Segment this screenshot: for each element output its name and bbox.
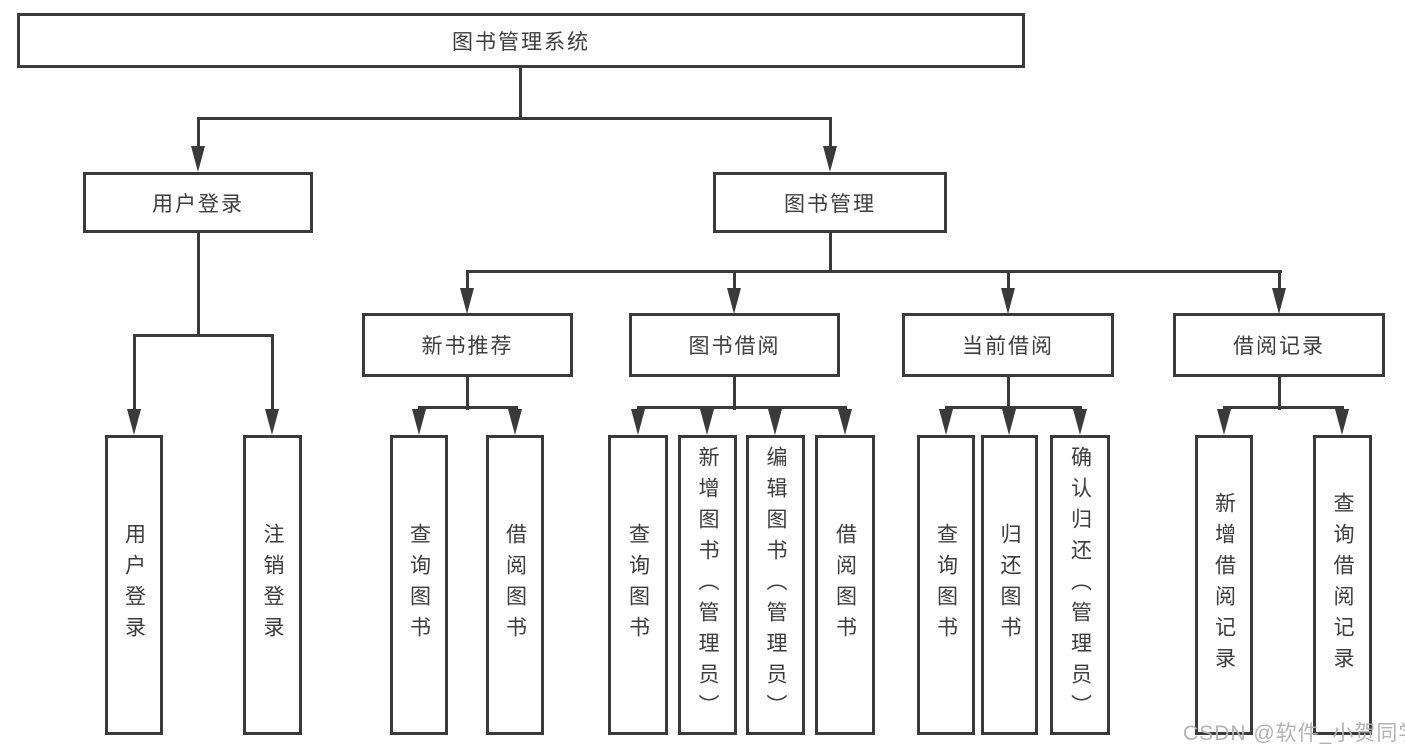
leaf-return-books: 归还图书 — [981, 435, 1038, 735]
arrowhead-leaf — [939, 409, 953, 435]
arrowhead-leaf — [508, 409, 522, 435]
node-new-book-recommendation: 新书推荐 — [362, 313, 573, 377]
node-label: 借阅图书 — [503, 523, 527, 647]
node-label: 用户登录 — [122, 523, 146, 647]
arrowhead-leaf — [768, 409, 782, 435]
connector-to-recommendation — [466, 270, 469, 292]
arrowhead-to-current — [1001, 288, 1015, 314]
node-label: 确认归还（管理员） — [1068, 445, 1092, 725]
arrowhead-leaf — [1217, 409, 1231, 435]
node-label: 注销登录 — [261, 523, 284, 647]
arrowhead-leaf — [1002, 409, 1016, 435]
connector-recommendation-rail — [418, 406, 518, 409]
arrowhead-to-user-login — [191, 146, 205, 172]
connector-root-stem — [519, 68, 522, 119]
connector-to-user-login — [197, 117, 200, 148]
node-label: 新书推荐 — [421, 335, 514, 358]
connector-borrowing-stem — [733, 377, 736, 410]
arrowhead-to-borrowing — [727, 288, 741, 314]
arrowhead-leaf — [412, 409, 426, 435]
connector-user-login-rail — [133, 334, 274, 337]
node-label: 查询图书 — [407, 523, 431, 647]
connector-level2-rail — [197, 117, 832, 120]
arrowhead-to-book-management — [823, 146, 837, 172]
connector-level3-rail — [466, 270, 1282, 273]
leaf-query-books-current: 查询图书 — [917, 435, 975, 735]
leaf-borrow-books: 借阅图书 — [815, 435, 875, 735]
node-borrowing-records: 借阅记录 — [1173, 313, 1385, 377]
node-label: 编辑图书（管理员） — [764, 445, 787, 725]
connector-borrowing-rail — [637, 406, 847, 409]
arrowhead-leaf — [1073, 409, 1087, 435]
node-current-borrowing: 当前借阅 — [902, 313, 1114, 377]
node-book-borrowing: 图书借阅 — [629, 313, 840, 377]
connector-records-rail — [1223, 406, 1344, 409]
node-label: 图书借阅 — [688, 335, 781, 358]
leaf-user-login: 用户登录 — [105, 435, 163, 735]
arrowhead-to-recommendation — [460, 288, 474, 314]
node-label: 新增图书（管理员） — [696, 445, 719, 725]
connector-to-borrowing — [733, 270, 736, 292]
node-label: 归还图书 — [998, 523, 1021, 647]
connector-to-records — [1278, 270, 1281, 292]
leaf-query-borrow-record: 查询借阅记录 — [1313, 435, 1372, 735]
leaf-add-books-admin: 新增图书（管理员） — [678, 435, 737, 735]
connector-recommendation-stem — [466, 377, 469, 410]
node-label: 图书管理 — [784, 192, 876, 216]
arrowhead-to-leaf-user-login — [127, 409, 141, 435]
connector-records-stem — [1278, 377, 1281, 410]
node-label: 用户登录 — [152, 192, 244, 216]
connector-book-management-stem — [829, 233, 832, 273]
leaf-borrow-books-recommend: 借阅图书 — [486, 435, 544, 735]
node-label: 查询图书 — [626, 523, 650, 647]
node-label: 当前借阅 — [962, 335, 1054, 358]
leaf-query-books-recommend: 查询图书 — [390, 435, 448, 735]
arrowhead-to-records — [1272, 288, 1286, 314]
csdn-watermark: CSDN @软件_小贺同学 — [1183, 722, 1405, 745]
connector-current-rail — [945, 406, 1082, 409]
connector-to-book-management — [829, 117, 832, 148]
node-label: 查询借阅记录 — [1331, 492, 1354, 678]
connector-to-current — [1007, 270, 1010, 292]
leaf-add-borrow-record: 新增借阅记录 — [1195, 435, 1253, 735]
node-label: 借阅图书 — [833, 523, 857, 647]
connector-to-leaf-logout — [271, 334, 274, 412]
node-label: 查询图书 — [934, 523, 958, 647]
node-label: 新增借阅记录 — [1212, 492, 1236, 678]
node-book-management: 图书管理 — [713, 172, 947, 233]
arrowhead-to-leaf-logout — [265, 409, 279, 435]
arrowhead-leaf — [700, 409, 714, 435]
node-user-login: 用户登录 — [83, 172, 313, 233]
node-label: 图书管理系统 — [452, 30, 590, 54]
leaf-confirm-return-admin: 确认归还（管理员） — [1050, 435, 1110, 735]
arrowhead-leaf — [1335, 409, 1349, 435]
connector-user-login-stem — [197, 233, 200, 337]
connector-to-leaf-user-login — [133, 334, 136, 412]
connector-current-stem — [1007, 377, 1010, 410]
arrowhead-leaf — [838, 409, 852, 435]
arrowhead-leaf — [631, 409, 645, 435]
node-label: 借阅记录 — [1233, 335, 1325, 358]
leaf-logout: 注销登录 — [243, 435, 302, 735]
leaf-edit-books-admin: 编辑图书（管理员） — [746, 435, 805, 735]
leaf-query-books-borrow: 查询图书 — [608, 435, 668, 735]
node-book-management-system: 图书管理系统 — [17, 13, 1025, 68]
